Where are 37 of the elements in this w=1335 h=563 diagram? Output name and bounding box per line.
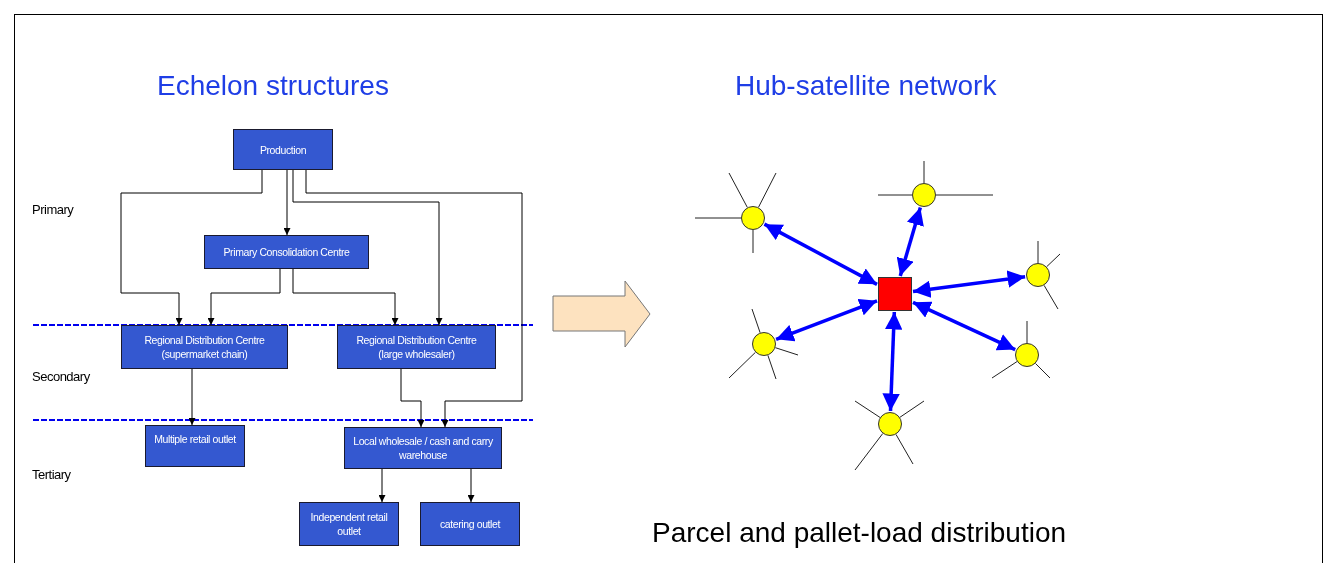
arrow [292, 268, 399, 326]
arrow [912, 270, 1026, 298]
process-box: Primary Consolidation Centre [204, 235, 369, 269]
tier-label: Secondary [32, 369, 90, 384]
satellite-node [1015, 343, 1039, 367]
arrow [292, 169, 443, 326]
arrow [120, 169, 263, 326]
satellite-node [1026, 263, 1050, 287]
arrow [912, 300, 1016, 352]
arrow [882, 311, 903, 412]
arrow [896, 207, 924, 277]
section-title: Echelon structures [157, 70, 389, 102]
arrow [283, 169, 291, 236]
arrow [467, 468, 475, 503]
process-box: Regional Distribution Centre (large wholesaler) [337, 325, 496, 369]
arrow [207, 268, 281, 326]
process-box: Independent retail outlet [299, 502, 399, 546]
arrow [188, 368, 196, 426]
tier-label: Tertiary [32, 467, 71, 482]
process-box: Regional Distribution Centre (supermarket chain) [121, 325, 288, 369]
process-box: Production [233, 129, 333, 170]
arrow [378, 468, 386, 503]
process-box: Multiple retail outlet [145, 425, 245, 467]
hub-node [878, 277, 912, 311]
process-box: Local wholesale / cash and carry warehouse [344, 427, 502, 469]
process-box: catering outlet [420, 502, 520, 546]
satellite-node [752, 332, 776, 356]
satellite-node [741, 206, 765, 230]
satellite-node [912, 183, 936, 207]
arrow [775, 298, 878, 342]
arrow [305, 169, 523, 428]
satellite-node [878, 412, 902, 436]
section-title: Hub-satellite network [735, 70, 997, 102]
arrow [763, 222, 878, 286]
tier-label: Primary [32, 202, 74, 217]
caption-text: Parcel and pallet-load distribution [652, 517, 1067, 549]
arrow [400, 368, 425, 428]
